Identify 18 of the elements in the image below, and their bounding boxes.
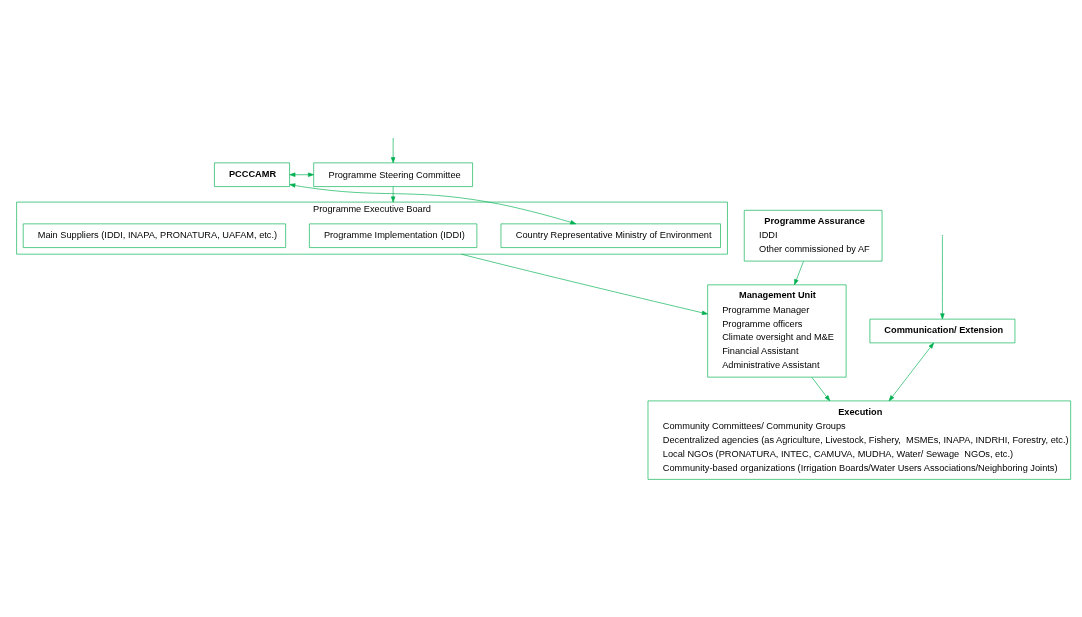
node-box: Main Suppliers (IDDI, INAPA, PRONATURA, UAFAM, etc.) (22, 223, 286, 248)
node-box: Programme Assurance IDDI Other commissioned by AF (743, 209, 883, 261)
arrow (811, 376, 831, 401)
arrow (289, 172, 314, 177)
arrow (888, 342, 934, 401)
node-box: Programme Implementation (IDDI) (309, 223, 478, 248)
node-box: Execution Community Committees/ Community Groups Decentralized agencies (as Agriculture, Livestock, Fishery, MSMEs, INAPA, INDRHI, Forestry, etc.) Local NGOs (PRONATURA, INTEC, CAMUVA, MUDHA, Water/ Sewage NGOs, etc.) Community-based organizations (Irrigation Boards/Water Users Associations/Neighboring Joints) (647, 400, 1071, 480)
arrow (390, 185, 396, 202)
node-box: Management Unit Programme Manager Programme officers Climate oversight and M&E Financial Assistant Administrative Assistant (707, 284, 847, 377)
node-box: Country Representative Ministry of Environment (500, 223, 721, 248)
arrow (794, 260, 804, 285)
arrow (461, 253, 708, 315)
node-box: PCCCAMR (214, 162, 290, 187)
arrow (940, 235, 945, 319)
node-box: Communication/ Extension (869, 318, 1016, 343)
arrow (289, 182, 577, 224)
node-box: Programme Steering Committee (313, 162, 473, 187)
arrow (390, 138, 396, 163)
